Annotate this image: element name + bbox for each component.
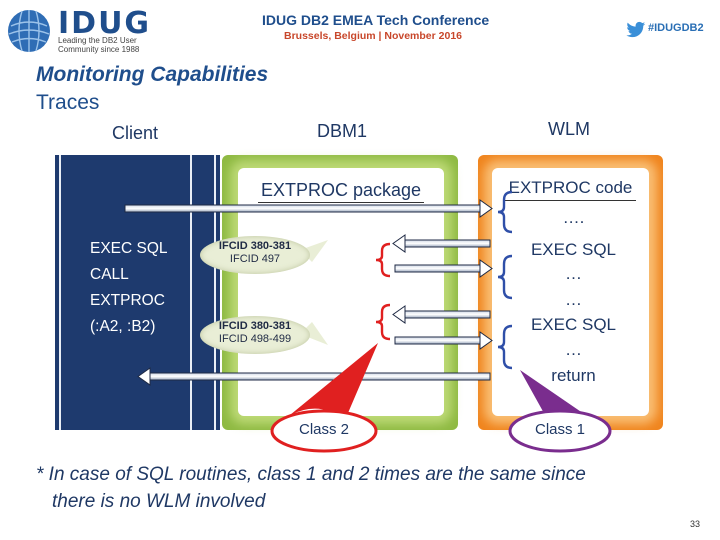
arrow-wlm-to-dbm1-2 <box>392 305 491 324</box>
wlm-step-ellipsis: … <box>565 264 582 283</box>
extproc-code-underline <box>505 200 636 201</box>
arrow-client-to-wlm <box>124 199 493 218</box>
class2-label: Class 2 <box>298 421 350 438</box>
conference-title: IDUG DB2 EMEA Tech Conference <box>262 12 490 28</box>
ifcid-callout-1: IFCID 380-381 IFCID 497 <box>200 236 310 274</box>
extproc-package-label: EXTPROC package <box>260 180 422 200</box>
slide-title: Monitoring Capabilities <box>36 63 269 86</box>
ifcid-callout-2: IFCID 380-381 IFCID 498-499 <box>200 316 310 354</box>
class2-callout <box>270 343 378 453</box>
client-sql-call: EXEC SQL CALL EXTPROC (:A2, :B2) <box>90 240 168 335</box>
arrow-dbm1-to-wlm-1 <box>394 259 493 278</box>
arrow-wlm-to-client <box>137 367 491 386</box>
extproc-package-underline <box>258 202 424 203</box>
page-number: 33 <box>690 519 701 529</box>
callout-2-tail <box>300 322 328 345</box>
hashtag: #IDUGDB2 <box>648 22 704 34</box>
logo-text: IDUG <box>58 6 152 41</box>
conference-subtitle: Brussels, Belgium | November 2016 <box>284 30 463 42</box>
wlm-braces <box>497 190 513 370</box>
footnote: * In case of SQL routines, class 1 and 2… <box>36 464 586 512</box>
twitter-bird-icon <box>626 21 646 38</box>
client-column <box>55 155 220 430</box>
class1-label: Class 1 <box>534 421 586 438</box>
wlm-inner-panel <box>492 168 649 416</box>
logo-tagline: Leading the DB2 User Community since 198… <box>58 36 140 54</box>
wlm-step-exec-sql: EXEC SQL <box>530 240 617 259</box>
class1-callout <box>508 370 612 453</box>
wlm-step-ellipsis: …. <box>562 208 585 227</box>
dbm1-braces <box>375 242 391 341</box>
arrow-dbm1-to-wlm-2 <box>394 331 493 350</box>
extproc-code-label: EXTPROC code <box>508 178 633 197</box>
column-header-wlm: WLM <box>548 119 590 139</box>
column-header-client: Client <box>112 123 159 143</box>
wlm-step-ellipsis: … <box>565 340 582 359</box>
idug-globe-icon <box>8 10 50 52</box>
wlm-step-exec-sql: EXEC SQL <box>530 315 617 334</box>
arrow-wlm-to-dbm1-1 <box>392 234 491 253</box>
slide-subtitle: Traces <box>36 91 100 114</box>
wlm-step-return: return <box>551 366 596 385</box>
wlm-step-ellipsis: … <box>565 290 582 309</box>
column-header-dbm1: DBM1 <box>317 121 368 141</box>
